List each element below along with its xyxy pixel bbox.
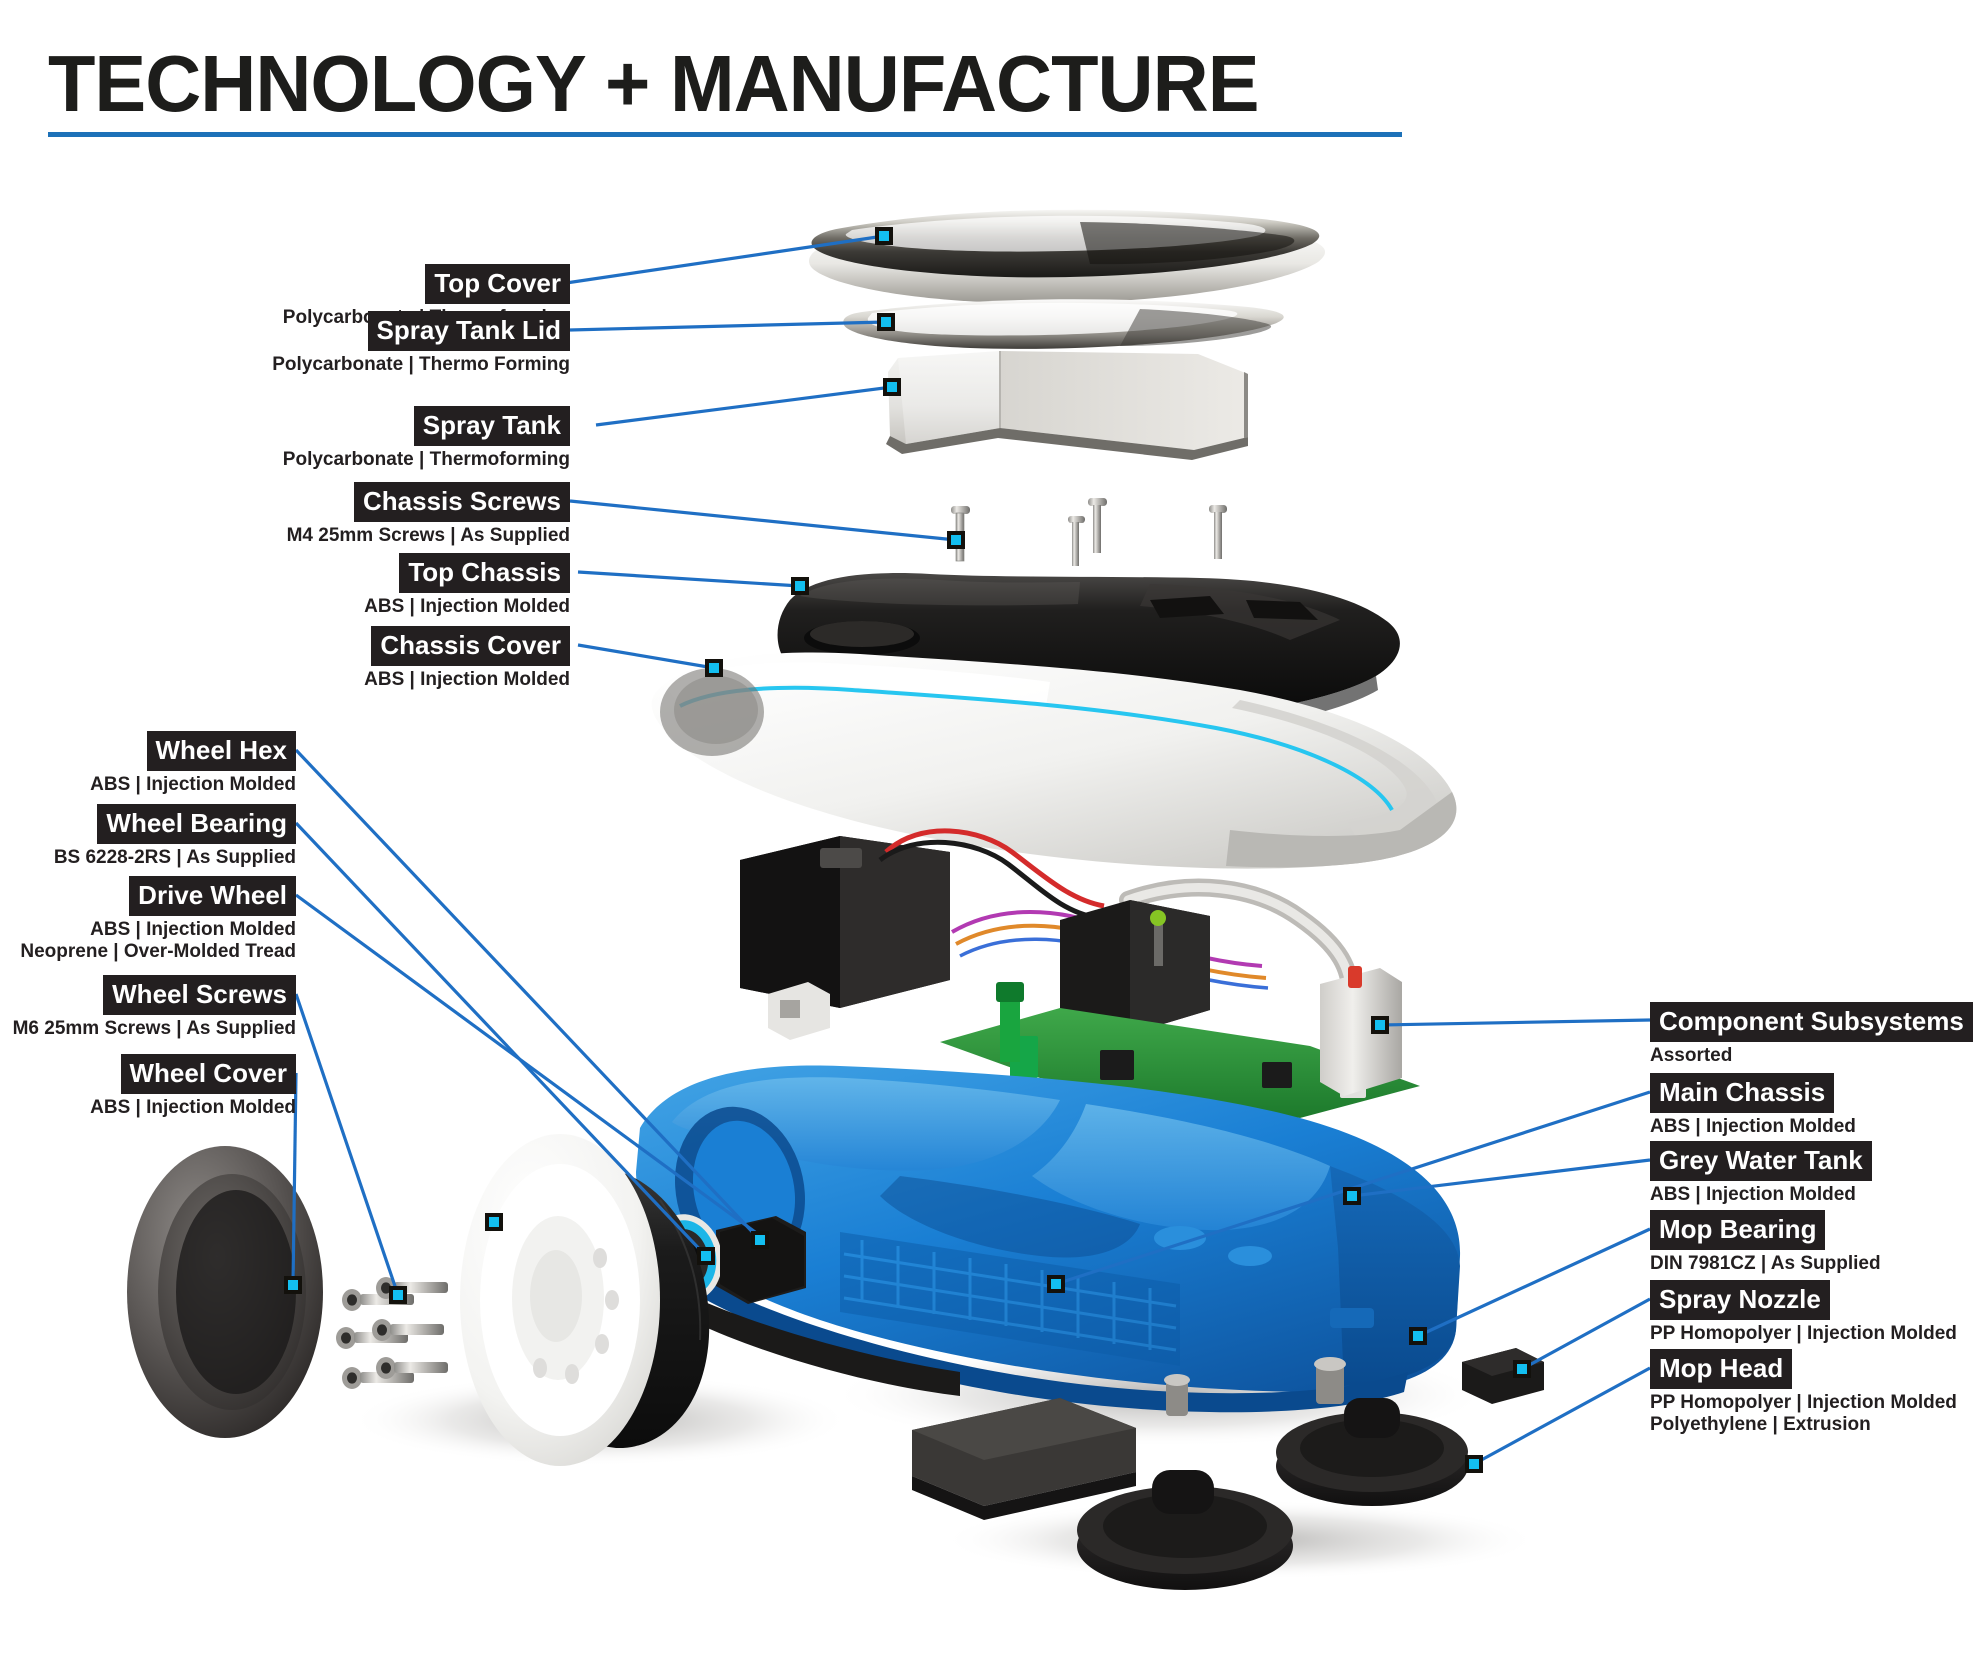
callout-wheel-screws-name: Wheel Screws <box>103 975 296 1015</box>
leader-component-subsystems <box>1379 1018 1651 1027</box>
part-wheel-hex <box>720 1218 804 1302</box>
callout-top-chassis-name: Top Chassis <box>399 553 570 593</box>
callout-component-subsystems-name: Component Subsystems <box>1650 1002 1973 1042</box>
callout-wheel-hex-spec: ABS | Injection Molded <box>90 774 296 795</box>
callout-mop-head-spec-1: PP Homopolyer | Injection Molded <box>1650 1392 1957 1413</box>
callout-wheel-screws-spec: M6 25mm Screws | As Supplied <box>12 1018 296 1039</box>
callout-main-chassis-name: Main Chassis <box>1650 1073 1835 1113</box>
callout-top-chassis[interactable]: Top Chassis ABS | Injection Molded <box>200 553 570 618</box>
part-wheel-cover <box>127 1146 323 1438</box>
callout-component-subsystems-spec: Assorted <box>1650 1045 1733 1066</box>
callout-spray-tank-spec: Polycarbonate | Thermoforming <box>282 449 570 470</box>
callout-drive-wheel[interactable]: Drive Wheel ABS | Injection Molded Neopr… <box>0 876 296 964</box>
callout-mop-bearing-name: Mop Bearing <box>1650 1210 1826 1250</box>
callout-wheel-cover-name: Wheel Cover <box>120 1054 296 1094</box>
part-main-chassis-blue <box>636 1065 1461 1413</box>
leader-wheel-bearing <box>294 821 708 1258</box>
callout-chassis-screws-name: Chassis Screws <box>353 482 570 522</box>
title-underline-rule <box>48 132 1402 137</box>
callout-chassis-cover-name: Chassis Cover <box>371 626 570 666</box>
callout-wheel-hex[interactable]: Wheel Hex ABS | Injection Molded <box>0 731 296 796</box>
callout-chassis-screws[interactable]: Chassis Screws M4 25mm Screws | As Suppl… <box>200 482 570 547</box>
callout-spray-tank-name: Spray Tank <box>413 406 570 446</box>
part-mop-heads <box>912 1398 1468 1590</box>
leader-top-cover <box>565 234 885 285</box>
callout-mop-bearing[interactable]: Mop Bearing DIN 7981CZ | As Supplied <box>1650 1210 1881 1275</box>
callout-mop-head-spec-2: Polyethylene | Extrusion <box>1650 1414 1871 1436</box>
callout-wheel-screws[interactable]: Wheel Screws M6 25mm Screws | As Supplie… <box>0 975 296 1040</box>
callout-spray-tank-lid[interactable]: Spray Tank Lid Polycarbonate | Thermo Fo… <box>200 311 570 376</box>
leader-chassis-screws <box>569 499 957 542</box>
callout-spray-tank-lid-spec: Polycarbonate | Thermo Forming <box>272 354 570 375</box>
callout-drive-wheel-spec-2: Neoprene | Over-Molded Tread <box>20 941 296 963</box>
callout-wheel-hex-name: Wheel Hex <box>146 731 296 771</box>
callout-main-chassis[interactable]: Main Chassis ABS | Injection Molded <box>1650 1073 1856 1138</box>
callout-spray-nozzle-spec: PP Homopolyer | Injection Molded <box>1650 1323 1957 1344</box>
callout-spray-tank[interactable]: Spray Tank Polycarbonate | Thermoforming <box>200 406 570 471</box>
callout-wheel-bearing-name: Wheel Bearing <box>97 804 296 844</box>
callout-chassis-cover[interactable]: Chassis Cover ABS | Injection Molded <box>200 626 570 691</box>
part-chassis-screws <box>951 498 1227 566</box>
callout-wheel-cover[interactable]: Wheel Cover ABS | Injection Molded <box>0 1054 296 1119</box>
callout-top-cover-name: Top Cover <box>425 264 570 304</box>
leader-grey-water-tank <box>1351 1158 1651 1198</box>
callout-grey-water-tank-name: Grey Water Tank <box>1650 1141 1872 1181</box>
leader-wheel-screws <box>294 993 400 1296</box>
part-chassis-cover <box>651 652 1457 869</box>
part-drive-wheel <box>460 1134 710 1466</box>
callout-wheel-cover-spec: ABS | Injection Molded <box>90 1097 296 1118</box>
leader-chassis-cover <box>577 643 715 670</box>
leader-main-chassis <box>1055 1090 1651 1286</box>
callout-mop-head-name: Mop Head <box>1650 1349 1793 1389</box>
callout-drive-wheel-name: Drive Wheel <box>129 876 296 916</box>
leader-spray-tank-lid <box>569 320 887 332</box>
callout-wheel-bearing[interactable]: Wheel Bearing BS 6228-2RS | As Supplied <box>0 804 296 869</box>
leader-mop-head <box>1473 1366 1651 1466</box>
callout-mop-bearing-spec: DIN 7981CZ | As Supplied <box>1650 1253 1881 1274</box>
page-title: TECHNOLOGY + MANUFACTURE <box>48 39 1259 128</box>
part-wheel-screws <box>336 1277 448 1389</box>
callout-spray-tank-lid-name: Spray Tank Lid <box>367 311 570 351</box>
leader-spray-tank <box>595 385 893 427</box>
leader-drive-wheel <box>295 893 767 1242</box>
part-top-cover <box>808 209 1326 304</box>
callout-chassis-cover-spec: ABS | Injection Molded <box>364 669 570 690</box>
callout-grey-water-tank-spec: ABS | Injection Molded <box>1650 1184 1856 1205</box>
callout-wheel-bearing-spec: BS 6228-2RS | As Supplied <box>53 847 296 868</box>
callout-top-chassis-spec: ABS | Injection Molded <box>364 596 570 617</box>
callout-main-chassis-spec: ABS | Injection Molded <box>1650 1116 1856 1137</box>
leader-spray-nozzle <box>1521 1297 1651 1371</box>
part-spray-nozzle <box>1462 1348 1544 1404</box>
leader-mop-bearing <box>1417 1227 1651 1338</box>
callout-chassis-screws-spec: M4 25mm Screws | As Supplied <box>286 525 570 546</box>
callout-drive-wheel-spec-1: ABS | Injection Molded <box>90 919 296 940</box>
callout-component-subsystems[interactable]: Component Subsystems Assorted <box>1650 1002 1973 1067</box>
part-top-chassis <box>777 573 1400 739</box>
callout-spray-nozzle-name: Spray Nozzle <box>1650 1280 1830 1320</box>
part-component-subsystems <box>740 828 1420 1153</box>
part-mop-bearing-assembly <box>649 1214 1346 1416</box>
callout-mop-head[interactable]: Mop Head PP Homopolyer | Injection Molde… <box>1650 1349 1957 1437</box>
part-spray-tank-lid <box>843 299 1284 349</box>
callout-grey-water-tank[interactable]: Grey Water Tank ABS | Injection Molded <box>1650 1141 1872 1206</box>
page-title-block: TECHNOLOGY + MANUFACTURE <box>48 39 1402 137</box>
leader-wheel-hex <box>294 748 762 1242</box>
leader-top-chassis <box>577 570 801 588</box>
part-spray-tank <box>886 351 1248 460</box>
callout-spray-nozzle[interactable]: Spray Nozzle PP Homopolyer | Injection M… <box>1650 1280 1957 1345</box>
